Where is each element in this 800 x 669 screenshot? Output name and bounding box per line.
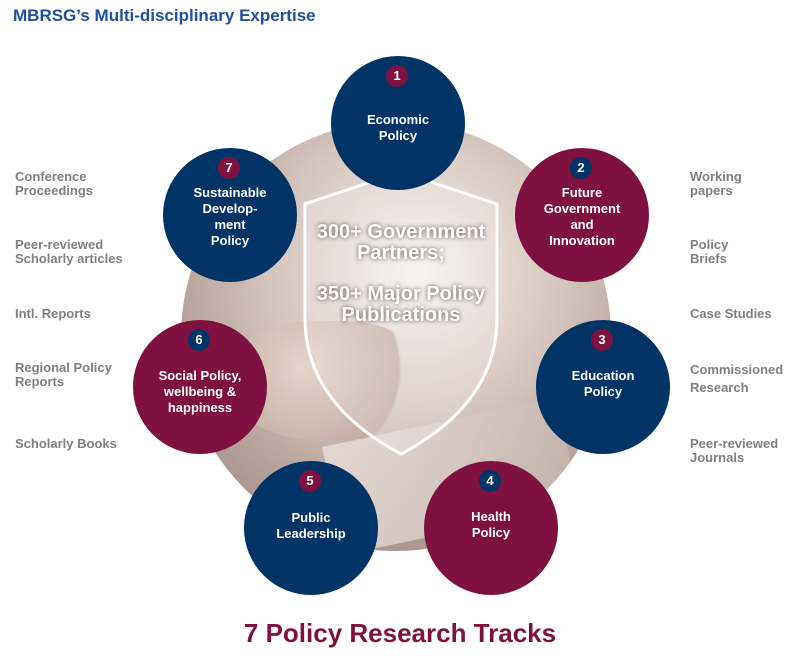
- shield-icon: [303, 170, 499, 456]
- track-number: 5: [299, 470, 321, 492]
- track-number: 4: [479, 470, 501, 492]
- pub-working-papers: Working papers: [690, 169, 742, 198]
- pub-intl-reports: Intl. Reports: [15, 306, 91, 321]
- track-number: 1: [386, 65, 408, 87]
- track-label: Sustainable Develop- ment Policy: [193, 185, 267, 248]
- page-title: MBRSG’s Multi-disciplinary Expertise: [13, 6, 316, 25]
- pub-conference-proceedings: Conference Proceedings: [15, 169, 94, 198]
- pub-regional-policy-reports: Regional Policy Reports: [15, 360, 112, 389]
- track-label: Education Policy: [571, 368, 635, 399]
- publications-stat: 350+ Major Policy Publications: [316, 283, 486, 326]
- track-number: 7: [218, 157, 240, 179]
- track-5-public-leadership: 5 Public Leadership: [244, 461, 378, 595]
- partners-stat: 300+ Government Partners;: [316, 221, 486, 264]
- footer-title: 7 Policy Research Tracks: [243, 618, 557, 648]
- track-label: Health Policy: [471, 509, 511, 540]
- pub-peer-reviewed-journals: Peer-reviewed Journals: [690, 436, 779, 465]
- shield-text: 300+ Government Partners; 350+ Major Pol…: [311, 222, 491, 326]
- track-number: 2: [570, 157, 592, 179]
- track-label: Social Policy, wellbeing & happiness: [158, 368, 242, 415]
- track-2-future-government: 2 Future Government and Innovation: [515, 148, 649, 282]
- pub-policy-briefs: Policy Briefs: [690, 237, 729, 266]
- track-number: 3: [591, 329, 613, 351]
- pub-commissioned-research: Commissioned Research: [690, 362, 784, 395]
- track-6-social-policy: 6 Social Policy, wellbeing & happiness: [133, 320, 267, 454]
- track-4-health-policy: 4 Health Policy: [424, 461, 558, 595]
- track-3-education-policy: 3 Education Policy: [536, 320, 670, 454]
- track-label: Public Leadership: [276, 510, 346, 541]
- track-number: 6: [188, 329, 210, 351]
- pub-scholarly-books: Scholarly Books: [15, 436, 117, 451]
- pub-case-studies: Case Studies: [690, 306, 772, 321]
- pub-peer-reviewed-articles: Peer-reviewed Scholarly articles: [15, 237, 123, 266]
- track-1-economic-policy: 1 Economic Policy: [331, 56, 465, 190]
- track-label: Future Government and Innovation: [543, 185, 621, 248]
- track-label: Economic Policy: [366, 112, 430, 143]
- track-7-sustainable-development: 7 Sustainable Develop- ment Policy: [163, 148, 297, 282]
